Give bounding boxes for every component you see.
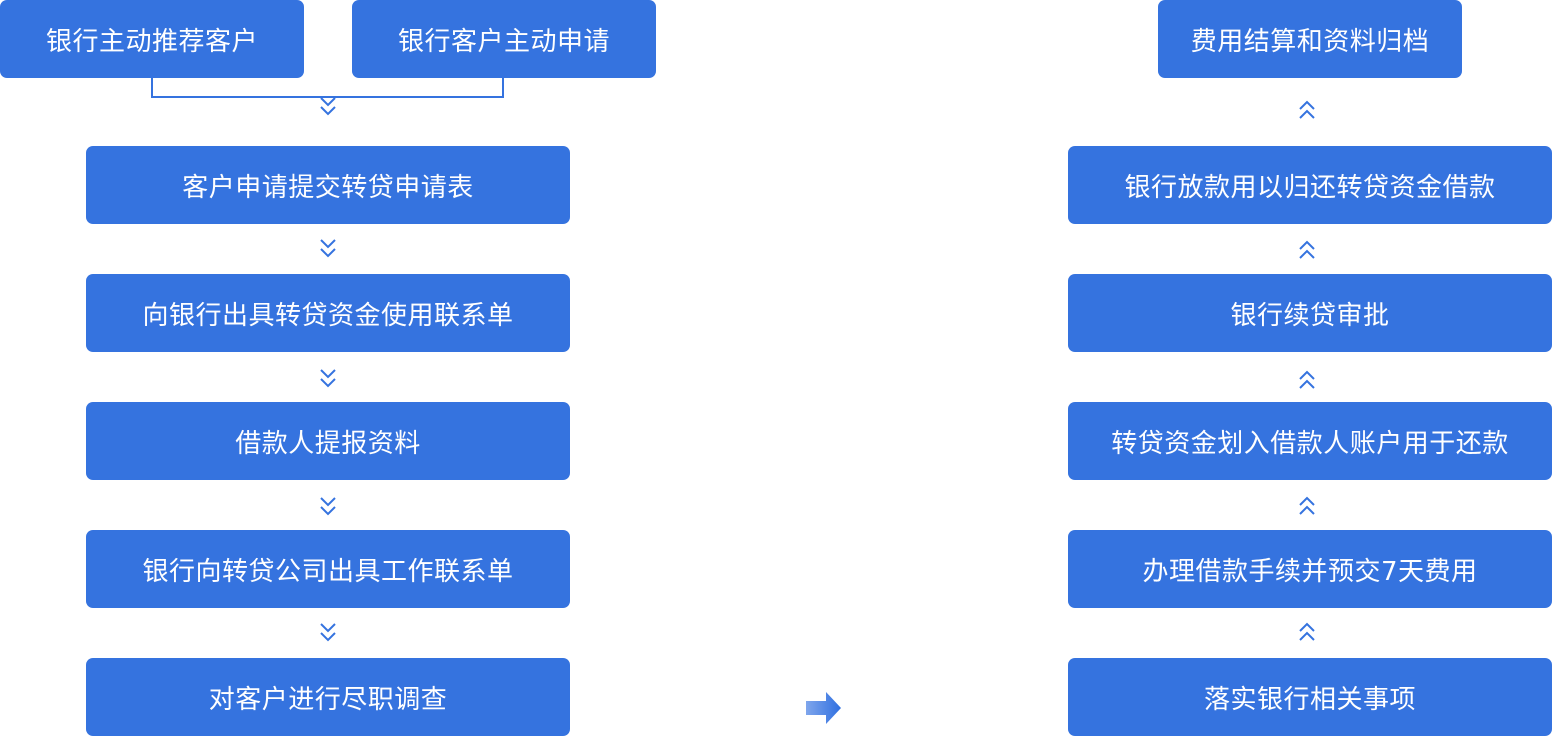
right-step-bank-matters: 落实银行相关事项	[1068, 658, 1552, 736]
right-step-bank-lend: 银行放款用以归还转贷资金借款	[1068, 146, 1552, 224]
double-chevron-up-icon	[1298, 370, 1316, 390]
double-chevron-up-icon	[1298, 240, 1316, 260]
left-step-3: 借款人提报资料	[86, 402, 570, 480]
right-step-transfer-funds: 转贷资金划入借款人账户用于还款	[1068, 402, 1552, 480]
left-step-2: 向银行出具转贷资金使用联系单	[86, 274, 570, 352]
source-bank-recommend: 银行主动推荐客户	[0, 0, 304, 78]
double-chevron-up-icon	[1298, 100, 1316, 120]
flow-arrow-right-icon	[806, 692, 841, 724]
double-chevron-down-icon	[319, 368, 337, 388]
left-step-4: 银行向转贷公司出具工作联系单	[86, 530, 570, 608]
double-chevron-down-icon	[319, 238, 337, 258]
source-client-apply: 银行客户主动申请	[352, 0, 656, 78]
double-chevron-down-icon	[319, 496, 337, 516]
double-chevron-down-icon	[319, 622, 337, 642]
merge-connector	[151, 78, 504, 98]
left-step-5: 对客户进行尽职调查	[86, 658, 570, 736]
right-step-renew-approval: 银行续贷审批	[1068, 274, 1552, 352]
double-chevron-up-icon	[1298, 496, 1316, 516]
double-chevron-up-icon	[1298, 622, 1316, 642]
right-step-loan-procedure: 办理借款手续并预交7天费用	[1068, 530, 1552, 608]
double-chevron-down-icon	[319, 96, 337, 116]
left-step-1: 客户申请提交转贷申请表	[86, 146, 570, 224]
right-step-archive: 费用结算和资料归档	[1158, 0, 1462, 78]
